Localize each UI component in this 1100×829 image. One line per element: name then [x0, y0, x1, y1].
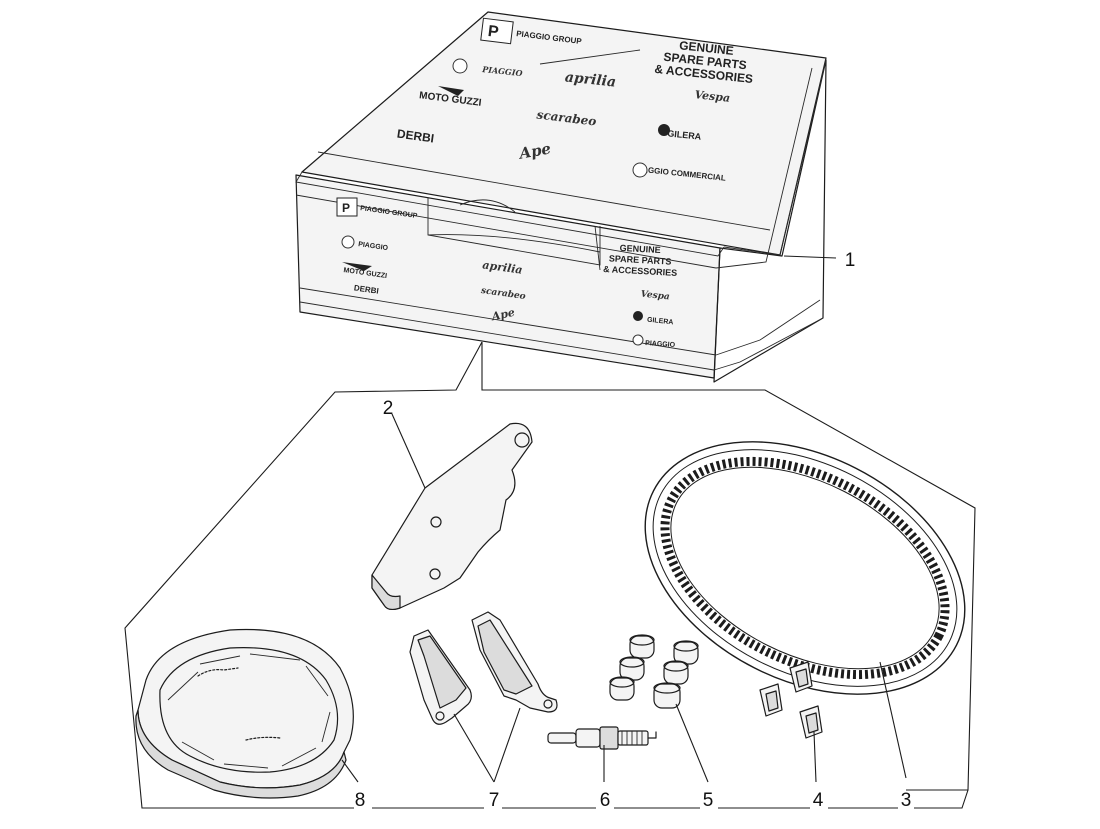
brake-shoe-part [135, 628, 354, 799]
bracket-hole-top [514, 432, 530, 448]
roller-part [609, 676, 635, 701]
roller-part [629, 634, 655, 659]
piaggio-icon [452, 58, 468, 74]
callout-numbers: 1 2 3 4 5 6 7 8 [355, 250, 912, 811]
side-heading-line2: SPARE PARTS [609, 253, 672, 266]
front-brand-logos: PIAGGIO MOTO GUZZI DERBI aprilia scarabe… [341, 235, 526, 324]
side-brand-vespa: Vespa [640, 290, 670, 303]
side-heading: GENUINE SPARE PARTS & ACCESSORIES [603, 243, 678, 278]
side-brand-gilera: GILERA [647, 317, 674, 327]
gilera-icon [658, 124, 670, 136]
svg-text:P: P [342, 201, 350, 215]
side-heading-line1: GENUINE [619, 243, 660, 255]
top-brand-piaggio: PIAGGIO [481, 64, 523, 78]
side-brand-piaggio: PIAGGIO [645, 340, 676, 349]
front-brand-aprilia: aprilia [482, 258, 524, 276]
bracket-hole-mid [430, 516, 442, 528]
spark-plug-part [547, 726, 657, 750]
front-eagle-icon [342, 262, 372, 271]
leader-lines [341, 255, 907, 783]
kit-enclosure [124, 341, 976, 809]
belt-inner-edge [670, 466, 940, 670]
side-piaggio-icon [632, 334, 644, 346]
front-brand-derbi: DERBI [353, 283, 379, 295]
roller-part [653, 682, 681, 709]
top-brand-gilera: GILERA [667, 128, 702, 142]
slider-part [799, 705, 823, 739]
roller-part-group [609, 634, 699, 709]
callout-1: 1 [845, 250, 856, 271]
top-brand-aprilia: aprilia [564, 69, 617, 90]
spark-plug-terminal [547, 732, 577, 744]
belt-back-edge [652, 449, 958, 687]
brake-pad-part [471, 611, 558, 713]
callout-8: 8 [355, 790, 366, 811]
side-heading-line3: & ACCESSORIES [603, 264, 678, 278]
side-gilera-icon [633, 311, 643, 321]
roller-part [663, 660, 689, 685]
slider-part [789, 661, 813, 693]
front-brand-ape: Ape [490, 306, 516, 324]
callout-6: 6 [600, 790, 611, 811]
belt-outer-edge [644, 441, 966, 695]
slider-part-group [759, 661, 823, 739]
front-piaggio-icon [341, 235, 355, 249]
top-brand-derbi: DERBI [396, 127, 435, 146]
bracket-part [371, 422, 533, 611]
drive-belt-part [644, 441, 966, 695]
belt-cogs [660, 456, 950, 680]
top-brand-vespa: Vespa [694, 88, 731, 105]
box-right-face [713, 59, 827, 383]
spark-plug-hex [599, 726, 619, 750]
eagle-icon [438, 86, 464, 96]
bracket-hole-low [429, 568, 441, 580]
slider-part [759, 683, 783, 717]
bracket-plate [371, 422, 533, 611]
top-heading-line1: GENUINE [679, 38, 735, 58]
callout-5: 5 [703, 790, 714, 811]
top-brand-ape: Ape [516, 139, 552, 163]
callout-4: 4 [813, 790, 824, 811]
front-brand-piaggio: PIAGGIO [358, 241, 389, 252]
brake-pad-part [409, 629, 472, 725]
brake-shoe-spring-bottom [245, 736, 281, 741]
callout-3: 3 [901, 790, 912, 811]
callout-7: 7 [489, 790, 500, 811]
callout-2: 2 [383, 398, 394, 419]
side-brand-logos: Vespa GILERA PIAGGIO [632, 290, 676, 349]
spark-plug-insulator [575, 728, 601, 748]
piaggio-commercial-icon [632, 162, 648, 178]
spark-plug-thread [617, 730, 649, 746]
parts-box: P PIAGGIO GROUP GENUINE SPARE PARTS & AC… [295, 11, 827, 383]
brake-shoe-inner [159, 647, 339, 773]
svg-text:P: P [487, 23, 500, 41]
